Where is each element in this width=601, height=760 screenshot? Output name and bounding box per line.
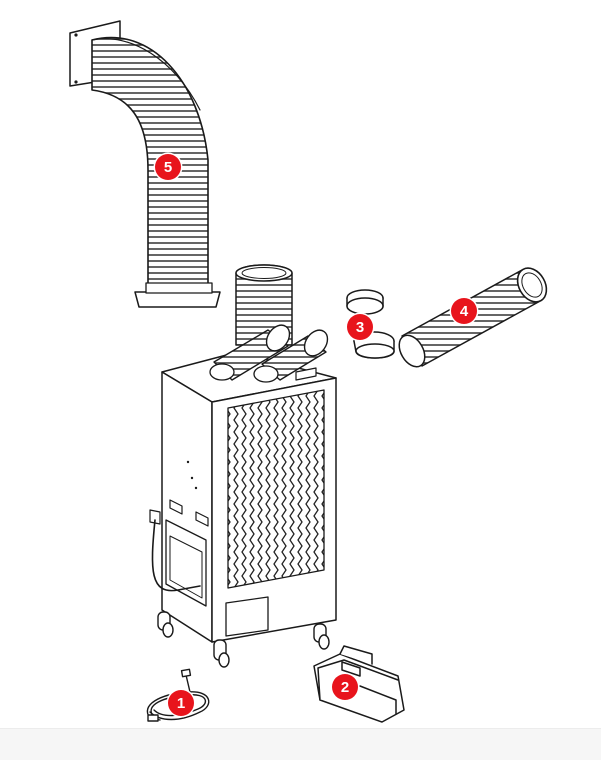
callout-3: 3 xyxy=(347,314,373,340)
callout-label: 2 xyxy=(340,678,350,696)
top-outlet-hoses xyxy=(209,324,329,383)
exhaust-duct xyxy=(69,20,221,308)
water-tank xyxy=(313,645,405,723)
power-plug xyxy=(149,509,161,525)
callout-5: 5 xyxy=(155,154,181,180)
front-grill xyxy=(227,389,325,589)
bottom-flange xyxy=(134,291,221,308)
casters xyxy=(157,611,330,668)
side-hatch xyxy=(165,519,207,607)
callout-label: 4 xyxy=(459,302,469,320)
duct-adapters xyxy=(346,289,395,359)
callout-4: 4 xyxy=(451,298,477,324)
bottom-band xyxy=(0,728,601,760)
air-conditioner-unit xyxy=(149,264,337,668)
callout-label: 5 xyxy=(163,158,173,176)
callout-1: 1 xyxy=(168,690,194,716)
callout-label: 3 xyxy=(355,318,365,336)
duct-body xyxy=(91,36,209,286)
callout-2: 2 xyxy=(332,674,358,700)
callout-label: 1 xyxy=(176,694,186,712)
drain-hose xyxy=(146,668,210,722)
